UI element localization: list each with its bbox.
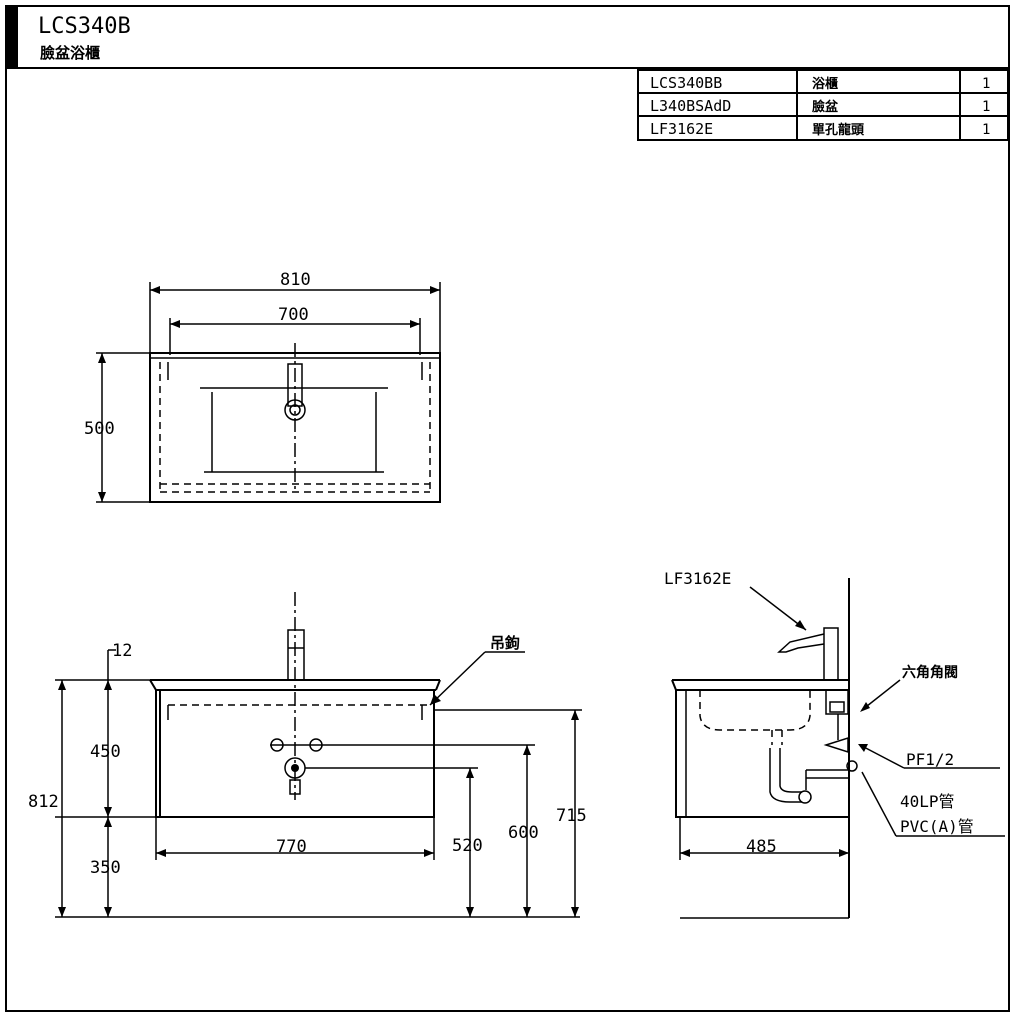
dim-side-depth: 485 — [746, 837, 777, 857]
product-name: 臉盆浴櫃 — [40, 44, 100, 62]
label-pipe: PVC(A)管 — [900, 817, 974, 836]
dim-cabinet-width: 770 — [276, 837, 307, 857]
faucet-front — [287, 629, 305, 681]
dim-depth: 500 — [84, 419, 115, 439]
front-view: 吊鉤 12 812 450 350 770 520 — [28, 592, 587, 918]
part-code-2: L340BSAdD — [650, 97, 731, 115]
part-qty-3: 1 — [982, 122, 990, 138]
dim-drain-height: 520 — [452, 836, 483, 856]
part-qty-1: 1 — [982, 76, 990, 92]
model-number: LCS340B — [38, 14, 131, 39]
part-code-3: LF3162E — [650, 120, 713, 138]
part-code-1: LCS340BB — [650, 74, 722, 92]
sheet-border — [5, 5, 1010, 1012]
label-thread: PF1/2 — [906, 750, 954, 769]
faucet-top — [287, 363, 303, 407]
part-desc-2: 臉盆 — [812, 99, 839, 115]
side-view: 485 LF3162E 六角角閥 PF1/2 40LP管 PVC(A)管 — [664, 569, 1005, 919]
dim-top-thickness: 12 — [112, 641, 132, 661]
faucet-side — [823, 627, 839, 681]
label-hanger: 吊鉤 — [490, 634, 520, 652]
dim-floor-gap: 350 — [90, 858, 121, 878]
basin-hidden — [699, 690, 811, 731]
parts-table: LCS340BB 浴櫃 1 L340BSAdD 臉盆 1 LF3162E 單孔龍… — [637, 69, 1009, 141]
part-qty-2: 1 — [982, 99, 990, 115]
dim-cabinet-height: 450 — [90, 742, 121, 762]
trap — [769, 748, 802, 803]
dim-overall-height: 812 — [28, 792, 59, 812]
label-trap: 40LP管 — [900, 792, 955, 811]
part-desc-1: 浴櫃 — [812, 76, 838, 92]
label-angle-valve: 六角角閥 — [902, 664, 958, 681]
dim-mount-height: 715 — [556, 806, 587, 826]
dim-supply-height: 600 — [508, 823, 539, 843]
dim-basin-width: 700 — [278, 305, 309, 325]
cabinet-front — [155, 689, 435, 818]
cabinet-side — [675, 689, 850, 818]
dim-overall-width: 810 — [280, 270, 311, 290]
top-view: 810 700 500 — [84, 270, 441, 503]
part-desc-3: 單孔龍頭 — [812, 122, 865, 138]
angle-valve — [825, 689, 849, 715]
header-bar — [6, 6, 18, 68]
label-faucet: LF3162E — [664, 569, 731, 588]
parts-table-frame — [637, 69, 1009, 141]
